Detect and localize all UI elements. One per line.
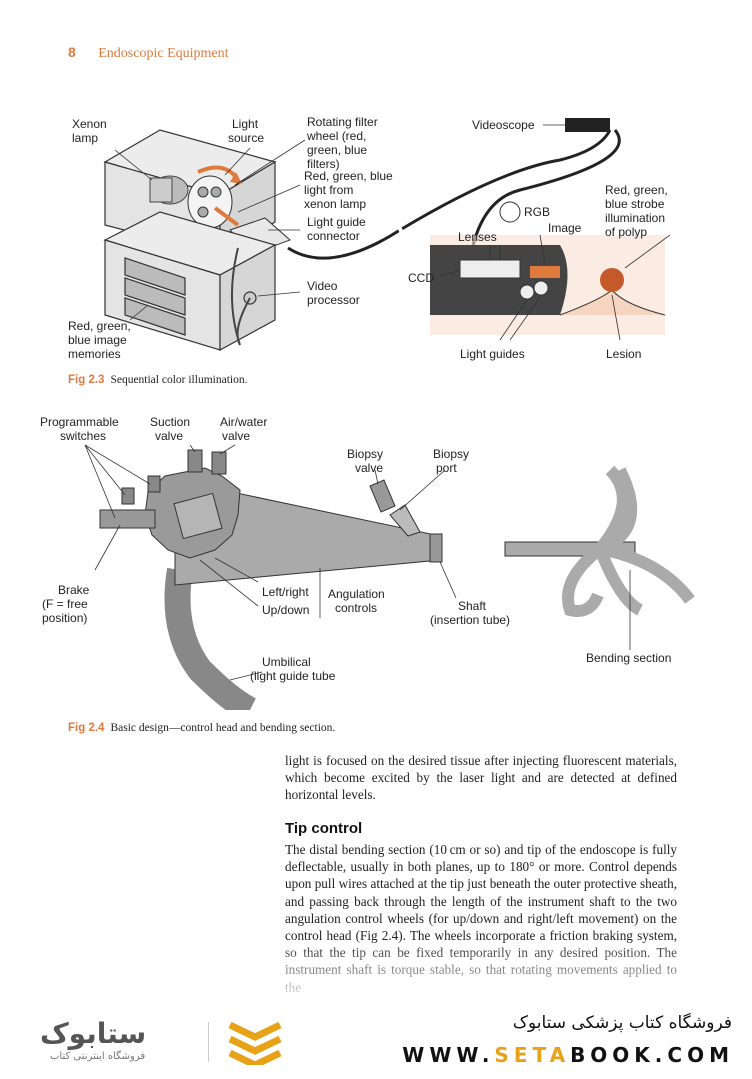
label-rgb: RGB (524, 205, 550, 219)
paragraph-fluorescence: light is focused on the desired tissue a… (285, 753, 677, 803)
url-part-3: BOOK.COM (570, 1043, 734, 1067)
book-stack-icon (228, 1021, 282, 1065)
angulation-wheels (144, 467, 241, 559)
brake-lever (99, 509, 156, 529)
bending-section (504, 465, 695, 617)
page-number: 8 (68, 44, 76, 60)
figure-2-3-label: Fig 2.3 (68, 374, 105, 386)
label-image: Image (548, 221, 582, 235)
biopsy-port (389, 504, 421, 537)
url-part-1: WWW. (402, 1043, 495, 1067)
umbilical-tube (164, 567, 257, 722)
label-bending-section: Bending section (586, 651, 671, 665)
setabook-logo: ستابوک (40, 1017, 147, 1050)
running-header: 8 Endoscopic Equipment (68, 44, 229, 62)
figure-2-4-label: Fig 2.4 (68, 722, 105, 734)
banner-divider (208, 1022, 209, 1062)
page-fade (0, 940, 752, 1000)
videoscope-cable (287, 129, 612, 260)
label-lesion: Lesion (606, 347, 641, 361)
figure-2-3-caption-text: Sequential color illumination. (110, 374, 248, 386)
programmable-switch (147, 475, 161, 493)
label-umbilical: Umbilical(light guide tube (250, 655, 336, 683)
section-heading-tip-control: Tip control (285, 820, 363, 837)
label-updown: Up/down (262, 603, 309, 617)
polyp (600, 268, 624, 292)
figure-2-4-caption: Fig 2.4 Basic design—control head and ben… (68, 722, 335, 734)
rgb-marker (499, 201, 521, 223)
label-ccd: CCD (408, 271, 434, 285)
label-videoscope: Videoscope (472, 118, 535, 132)
airwater-valve (211, 451, 227, 475)
store-name: فروشگاه کتاب پزشکی ستابوک (512, 1013, 732, 1033)
store-url: WWW.SETABOOK.COM (402, 1043, 734, 1067)
url-part-2: SETA (494, 1043, 571, 1067)
label-light-guides: Light guides (460, 347, 525, 361)
filter-wheel (187, 165, 242, 229)
fig23-leaders (114, 124, 671, 341)
figure-2-4-caption-text: Basic design—control head and bending se… (110, 722, 336, 734)
publisher-banner: ستابوک فروشگاه اینترنتی کتاب فروشگاه کتا… (0, 995, 752, 1079)
light-beam-arrow (213, 206, 240, 227)
tip-inset (430, 201, 666, 335)
biopsy-valve (369, 479, 396, 513)
label-lenses: Lenses (458, 230, 497, 244)
label-leftright: Left/right (262, 585, 309, 599)
setabook-logo-subtitle: فروشگاه اینترنتی کتاب (50, 1051, 146, 1062)
connector-cable (231, 247, 251, 346)
fig24-leaders (84, 444, 631, 681)
figure-2-3-caption: Fig 2.3 Sequential color illumination. (68, 374, 247, 386)
label-shaft: Shaft(insertion tube) (430, 599, 510, 627)
videoscope-head (565, 118, 610, 132)
xenon-lamp (149, 175, 189, 205)
running-title: Endoscopic Equipment (98, 46, 229, 61)
image-arrow (530, 266, 560, 278)
suction-valve (187, 449, 203, 473)
